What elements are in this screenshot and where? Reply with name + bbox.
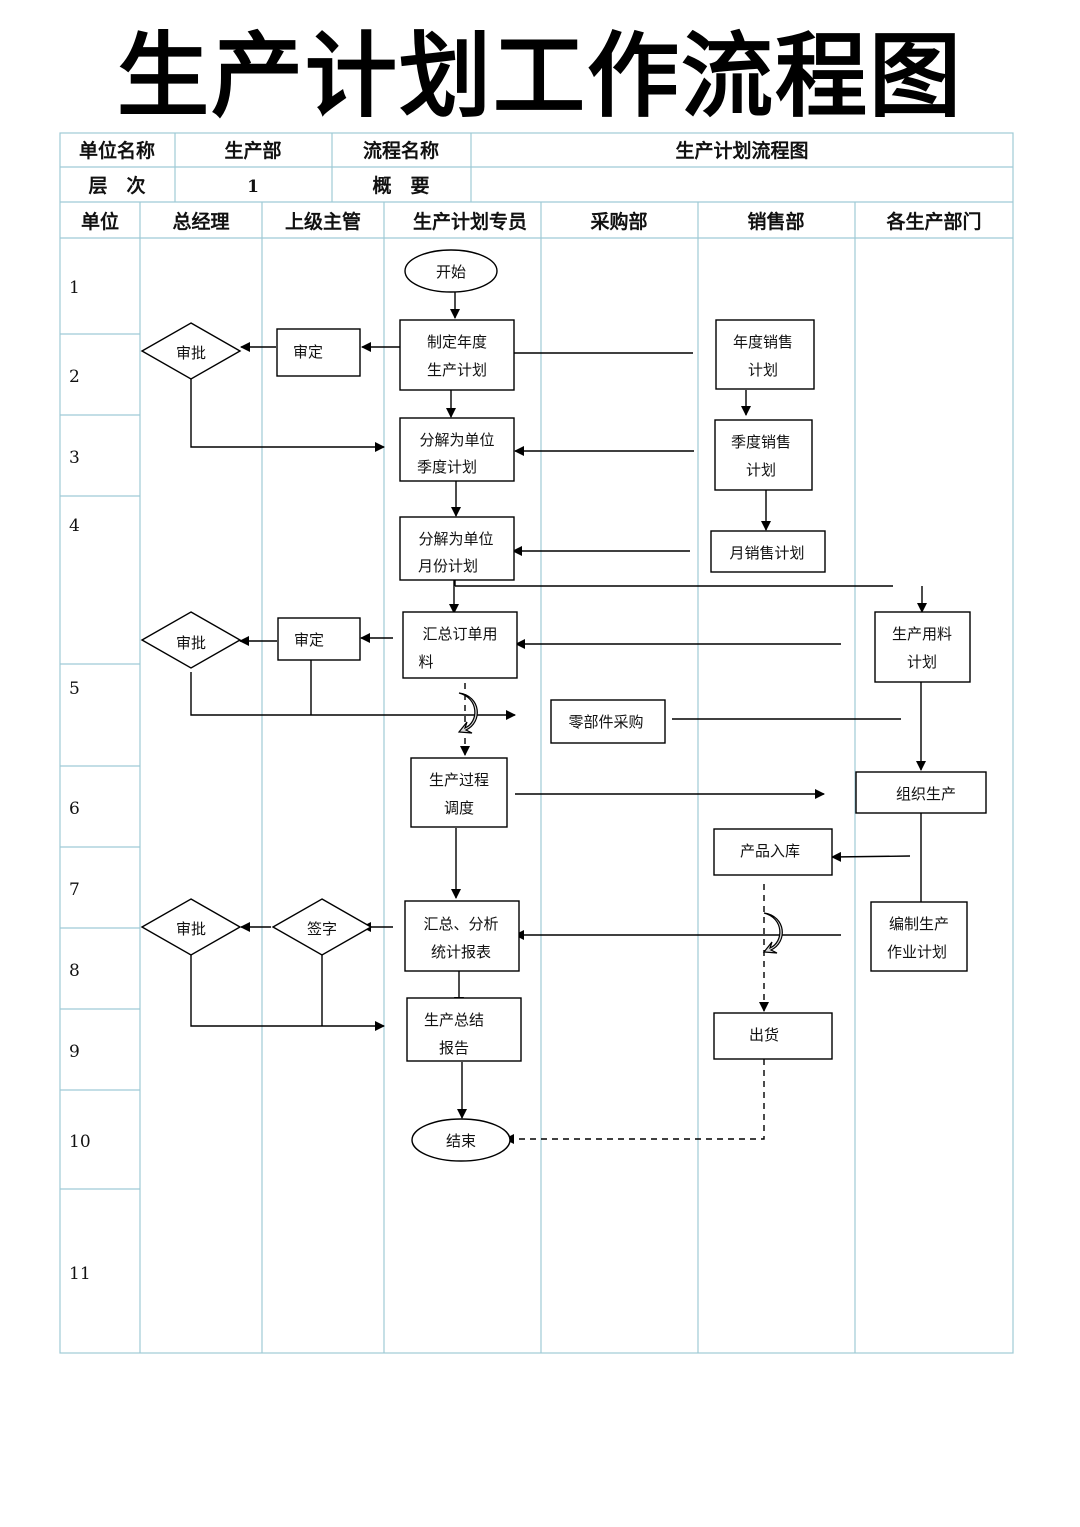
svg-text:汇总订单用: 汇总订单用	[422, 625, 497, 643]
process-name-label: 流程名称	[363, 139, 439, 162]
svg-text:审批: 审批	[176, 920, 206, 938]
row-number: 5	[69, 679, 80, 699]
svg-text:计划: 计划	[907, 653, 937, 671]
svg-text:年度销售: 年度销售	[733, 333, 793, 351]
lane-production: 各生产部门	[885, 210, 981, 233]
svg-text:签字: 签字	[307, 920, 337, 938]
node-month-sales: 月销售计划	[710, 530, 826, 573]
svg-text:季度计划: 季度计划	[417, 458, 477, 476]
svg-text:审定: 审定	[294, 631, 324, 649]
node-parts-purchase: 零部件采购	[550, 699, 666, 744]
svg-text:生产用料: 生产用料	[892, 625, 952, 643]
lane-supervisor: 上级主管	[285, 210, 361, 233]
svg-text:审批: 审批	[176, 344, 206, 362]
svg-text:月销售计划: 月销售计划	[729, 544, 804, 562]
lane-purchasing: 采购部	[590, 210, 647, 233]
curved-arrow-icon	[762, 912, 783, 954]
svg-text:制定年度: 制定年度	[427, 333, 487, 351]
svg-text:分解为单位: 分解为单位	[418, 530, 493, 548]
row-number: 11	[69, 1264, 91, 1284]
svg-text:零部件采购: 零部件采购	[568, 713, 643, 731]
node-warehousing: 产品入库	[713, 828, 833, 876]
node-annual-plan: 制定年度 生产计划	[399, 319, 515, 391]
row-number: 1	[69, 278, 80, 298]
svg-text:生产总结: 生产总结	[424, 1011, 484, 1029]
process-name-value: 生产计划流程图	[675, 139, 808, 162]
svg-text:结束: 结束	[446, 1132, 476, 1150]
svg-text:出货: 出货	[749, 1026, 779, 1044]
svg-text:调度: 调度	[444, 799, 474, 817]
row-number: 7	[69, 880, 80, 900]
lane-sales: 销售部	[747, 210, 804, 233]
svg-text:审定: 审定	[293, 343, 323, 361]
curved-arrow-icon	[457, 692, 478, 734]
node-material-use: 生产用料 计划	[874, 611, 971, 683]
connectors	[190, 292, 927, 1144]
node-shipment: 出货	[713, 1012, 833, 1060]
svg-text:计划: 计划	[746, 461, 776, 479]
row-number: 10	[69, 1132, 91, 1152]
lane-headers: 单位 总经理 上级主管 生产计划专员 采购部 销售部 各生产部门	[81, 210, 982, 233]
node-approve-1: 审批	[140, 322, 242, 380]
level-label: 层 次	[88, 174, 145, 197]
row-number: 9	[69, 1042, 80, 1062]
svg-text:汇总、分析: 汇总、分析	[423, 915, 498, 933]
svg-text:生产过程: 生产过程	[429, 771, 489, 789]
row-numbers: 1 2 3 4 5 6 7 8 9 10 11	[69, 278, 91, 1284]
lane-unit: 单位	[81, 210, 119, 233]
unit-name-value: 生产部	[224, 139, 281, 162]
svg-text:计划: 计划	[748, 361, 778, 379]
svg-text:审批: 审批	[176, 634, 206, 652]
lane-gm: 总经理	[172, 210, 229, 233]
header-info: 单位名称 生产部 流程名称 生产计划流程图 层 次 1 概 要	[79, 139, 809, 197]
svg-text:分解为单位: 分解为单位	[419, 431, 494, 449]
node-quarter-sales: 季度销售 计划	[714, 419, 813, 491]
row-number: 3	[69, 448, 80, 468]
node-organize: 组织生产	[855, 771, 987, 814]
node-approve-3: 审批	[140, 898, 242, 956]
flow-nodes: 开始 制定年度 生产计划 年度销售 计划 审定 审批 分解为单位 季度计划	[140, 249, 987, 1162]
node-order-materials: 汇总订单用 料	[402, 611, 518, 679]
svg-text:季度销售: 季度销售	[731, 433, 791, 451]
svg-text:开始: 开始	[436, 263, 466, 281]
summary-label: 概 要	[372, 175, 429, 197]
svg-text:生产计划: 生产计划	[427, 361, 487, 379]
node-quarter-plan: 分解为单位 季度计划	[399, 417, 515, 482]
row-number: 4	[69, 516, 80, 536]
node-stats-report: 汇总、分析 统计报表	[404, 900, 520, 972]
row-number: 8	[69, 961, 80, 981]
node-review-2: 审定	[277, 617, 361, 661]
node-dispatch: 生产过程 调度	[410, 757, 508, 828]
node-work-plan: 编制生产 作业计划	[870, 901, 968, 972]
node-start: 开始	[404, 249, 498, 293]
node-annual-sales: 年度销售 计划	[715, 319, 815, 390]
page-title: 生产计划工作流程图	[116, 23, 963, 130]
svg-text:料: 料	[418, 653, 433, 671]
svg-text:编制生产: 编制生产	[889, 915, 949, 933]
svg-text:月份计划: 月份计划	[418, 557, 478, 575]
level-value: 1	[247, 177, 259, 197]
svg-text:统计报表: 统计报表	[431, 943, 491, 961]
row-number: 2	[69, 367, 80, 387]
node-sign: 签字	[271, 898, 373, 956]
svg-text:产品入库: 产品入库	[740, 842, 800, 860]
svg-text:组织生产: 组织生产	[896, 785, 956, 803]
node-review-1: 审定	[276, 328, 361, 377]
unit-name-label: 单位名称	[79, 139, 155, 162]
node-end: 结束	[411, 1118, 511, 1162]
row-number: 6	[69, 799, 80, 819]
lane-planner: 生产计划专员	[413, 210, 527, 233]
svg-text:作业计划: 作业计划	[887, 943, 947, 961]
svg-text:报告: 报告	[439, 1039, 469, 1057]
node-summary-report: 生产总结 报告	[406, 997, 522, 1062]
node-approve-2: 审批	[140, 611, 242, 669]
table-grid	[59, 132, 1014, 1354]
node-month-plan: 分解为单位 月份计划	[399, 516, 515, 581]
